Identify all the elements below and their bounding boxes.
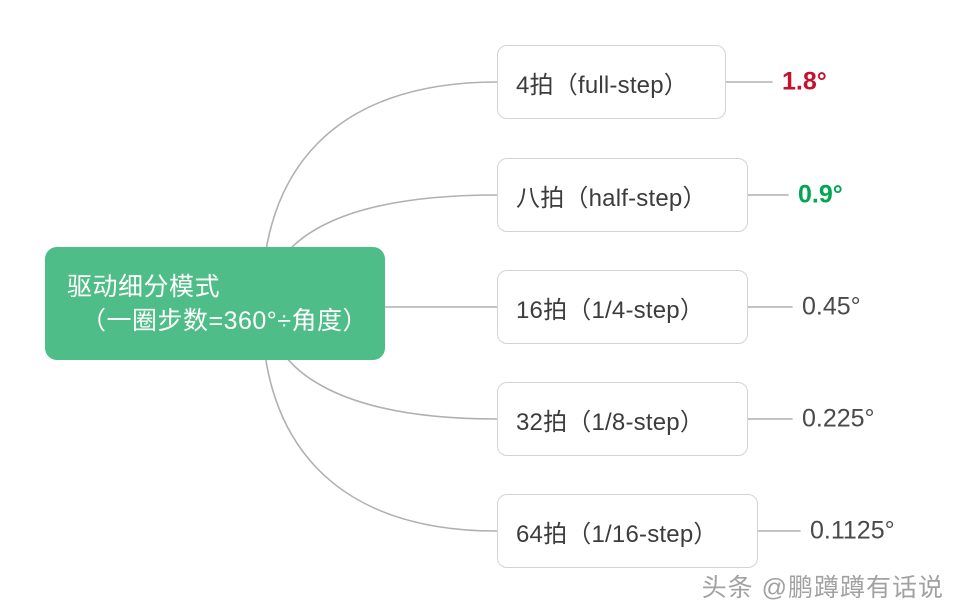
branch-node-5[interactable]: 64拍（1/16-step）	[497, 494, 758, 568]
root-node-title: 驱动细分模式	[67, 272, 221, 301]
branch-value-5: 0.1125°	[810, 516, 895, 545]
branch-node-3-label: 16拍（1/4-step）	[516, 296, 705, 324]
branch-node-1[interactable]: 4拍（full-step）	[497, 45, 726, 119]
watermark: 头条 @鹏蹲蹲有话说	[701, 574, 944, 602]
root-node[interactable]: 驱动细分模式 （一圈步数=360°÷角度）	[45, 247, 385, 360]
branch-node-1-label: 4拍（full-step）	[516, 71, 688, 99]
branch-node-2[interactable]: 八拍（half-step）	[497, 158, 748, 232]
branch-node-4[interactable]: 32拍（1/8-step）	[497, 382, 748, 456]
branch-value-3: 0.45°	[802, 292, 861, 321]
branch-node-5-label: 64拍（1/16-step）	[516, 520, 718, 548]
branch-node-3[interactable]: 16拍（1/4-step）	[497, 270, 748, 344]
branch-value-1: 1.8°	[782, 67, 827, 96]
branch-value-2: 0.9°	[798, 180, 843, 209]
branch-value-4: 0.225°	[802, 404, 875, 433]
branch-node-2-label: 八拍（half-step）	[516, 184, 707, 212]
branch-node-4-label: 32拍（1/8-step）	[516, 408, 705, 436]
root-node-subtitle: （一圈步数=360°÷角度）	[81, 306, 369, 335]
